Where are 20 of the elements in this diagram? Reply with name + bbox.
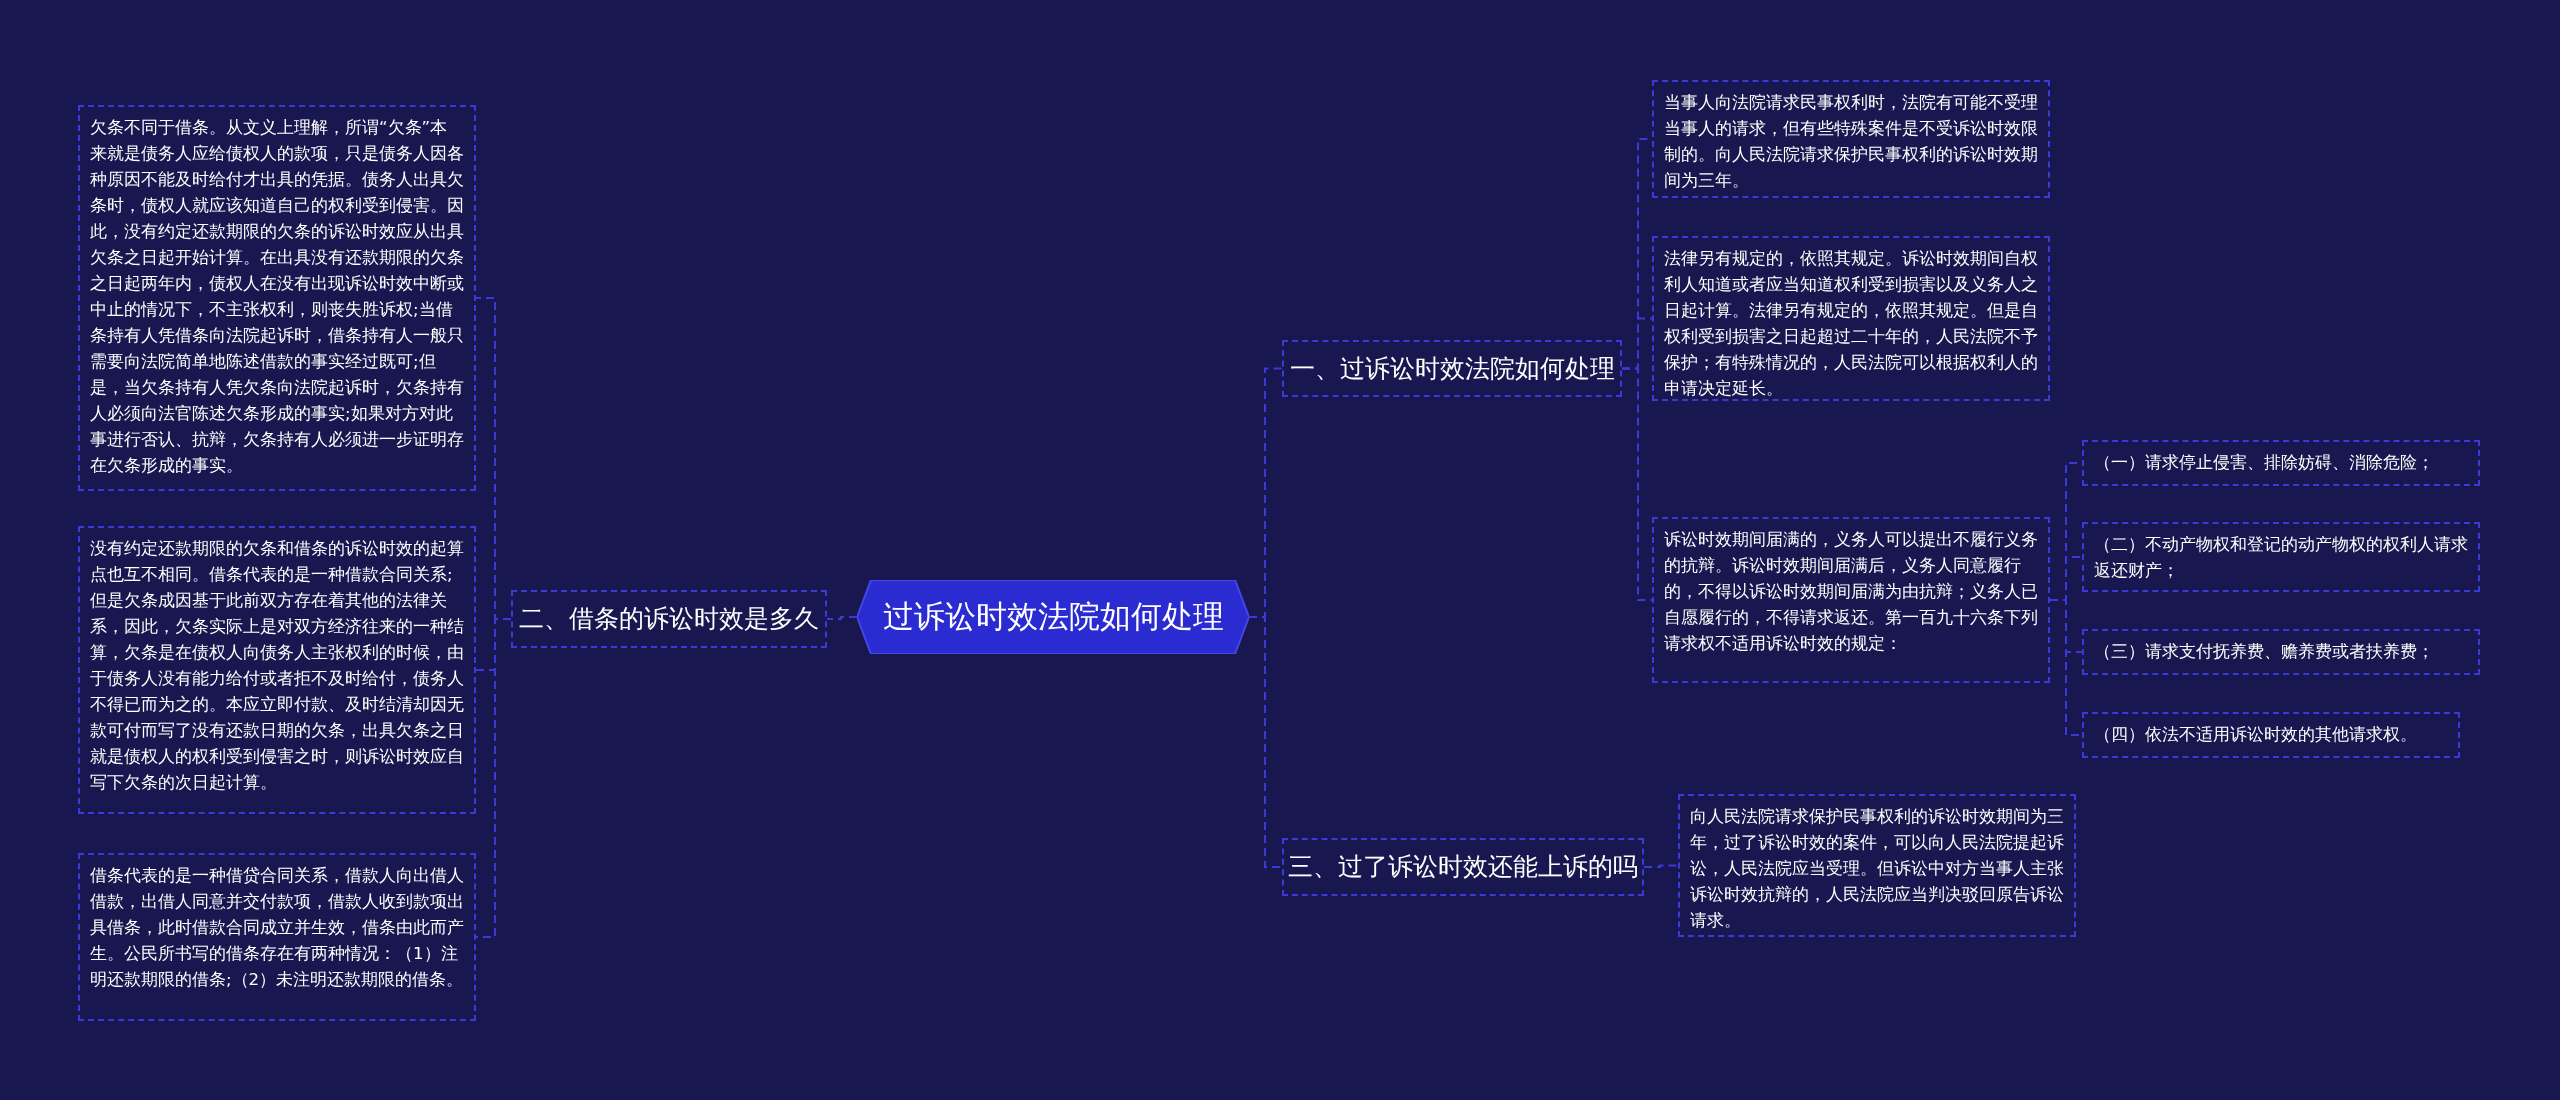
connector-line: [826, 616, 858, 620]
central-topic: 过诉讼时效法院如何处理: [857, 580, 1249, 654]
topic-box: 三、过了诉讼时效还能上诉的吗: [1282, 838, 1644, 896]
text-box: （一）请求停止侵害、排除妨碍、消除危险；: [2082, 440, 2480, 486]
text-box: 向人民法院请求保护民事权利的诉讼时效期间为三年，过了诉讼时效的案件，可以向人民法院提起诉讼，人民法院应当受理。但诉讼中对方当事人主张诉讼时效抗辩的，人民法院应当判决驳回原告诉讼请求。: [1678, 794, 2076, 937]
text-box: 欠条不同于借条。从文义上理解，所谓“欠条”本来就是债务人应给债权人的款项，只是债务人因各种原因不能及时给付才出具的凭据。债务人出具欠条时，债权人就应该知道自己的权利受到侵害。因此，没有约定还款期限的欠条的诉讼时效应从出具欠条之日起开始计算。在出具没有还款期限的欠条之日起两年内，债权人在没有出现诉讼时效中断或中止的情况下，不主张权利，则丧失胜诉权;当借条持有人凭借条向法院起诉时，借条持有人一般只需要向法院简单地陈述借款的事实经过既可;但是，当欠条持有人凭欠条向法院起诉时，欠条持有人必须向法官陈述欠条形成的事实;如果对方对此事进行否认、抗辩，欠条持有人必须进一步证明存在欠条形成的事实。: [78, 105, 476, 491]
connector-line: [1643, 864, 1679, 868]
connector-line: [1248, 616, 1283, 868]
text-box: 当事人向法院请求民事权利时，法院有可能不受理当事人的请求，但有些特殊案件是不受诉讼时效限制的。向人民法院请求保护民事权利的诉讼时效期间为三年。: [1652, 80, 2050, 198]
connector-line: [1621, 367, 1653, 601]
text-box: 没有约定还款期限的欠条和借条的诉讼时效的起算点也互不相同。借条代表的是一种借款合同关系;但是欠条成因基于此前双方存在着其他的法律关系，因此，欠条实际上是对双方经济往来的一种结算，欠条是在债权人向债务人主张权利的时候，由于债务人没有能力给付或者拒不及时给付，债务人不得已而为之的。本应立即付款、及时结清却因无款可付而写了没有还款日期的欠条，出具欠条之日就是债权人的权利受到侵害之时，则诉讼时效应自写下欠条的次日起计算。: [78, 526, 476, 814]
text-box: 借条代表的是一种借贷合同关系，借款人向出借人借款，出借人同意并交付款项，借款人收到款项出具借条，此时借款合同成立并生效，借条由此而产生。公民所书写的借条存在有两种情况：（1）注明还款期限的借条;（2）未注明还款期限的借条。: [78, 853, 476, 1021]
text-box: 法律另有规定的，依照其规定。诉讼时效期间自权利人知道或者应当知道权利受到损害以及义务人之日起计算。法律另有规定的，依照其规定。但是自权利受到损害之日起超过二十年的，人民法院不予保护；有特殊情况的，人民法院可以根据权利人的申请决定延长。: [1652, 236, 2050, 401]
connector-line: [475, 618, 512, 938]
text-box: （四）依法不适用诉讼时效的其他请求权。: [2082, 712, 2460, 758]
text-box: 诉讼时效期间届满的，义务人可以提出不履行义务的抗辩。诉讼时效期间届满后，义务人同意履行的，不得以诉讼时效期间届满为由抗辩；义务人已自愿履行的，不得请求返还。第一百九十六条下列请求权不适用诉讼时效的规定：: [1652, 517, 2050, 683]
topic-box: 二、借条的诉讼时效是多久: [511, 590, 827, 648]
topic-box: 一、过诉讼时效法院如何处理: [1282, 340, 1622, 397]
text-box: （二）不动产物权和登记的动产物权的权利人请求返还财产；: [2082, 522, 2480, 592]
text-box: （三）请求支付抚养费、赡养费或者扶养费；: [2082, 629, 2480, 675]
